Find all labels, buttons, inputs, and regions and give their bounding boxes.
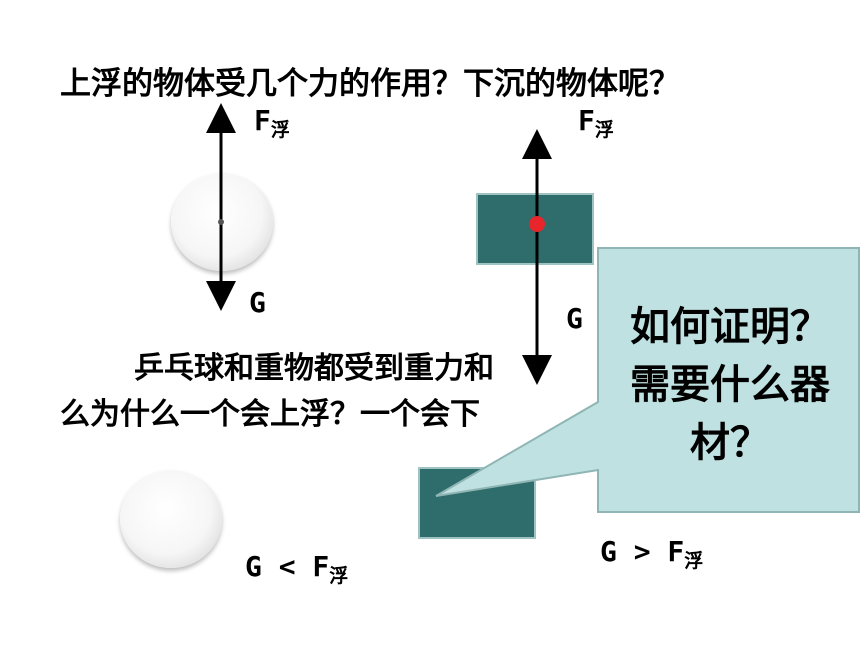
callout-text: 如何证明？ 需要什么器 材？ (600, 298, 860, 472)
explanation-line-1: 乒乓球和重物都受到重力和 (134, 351, 494, 386)
callout-line-2: 需要什么器 (630, 362, 830, 408)
gravity-label-right: G (566, 302, 583, 335)
callout-line-1: 如何证明？ (630, 304, 830, 350)
buoyancy-label-left: F浮 (254, 104, 290, 141)
gravity-label-left: G (249, 286, 266, 319)
center-dot-right (529, 216, 545, 232)
heavy-block-top (476, 193, 594, 265)
slide-question: 上浮的物体受几个力的作用？下沉的物体呢？ (60, 66, 680, 102)
callout-line-3: 材？ (690, 420, 770, 466)
center-dot-left (218, 219, 224, 225)
explanation-line-2: 么为什么一个会上浮？一个会下 (60, 397, 480, 432)
buoyancy-label-right: F浮 (578, 104, 614, 141)
ball-comparison: G < F浮 (245, 550, 349, 587)
block-comparison: G > F浮 (600, 535, 704, 572)
ping-pong-ball-bottom (120, 470, 222, 568)
